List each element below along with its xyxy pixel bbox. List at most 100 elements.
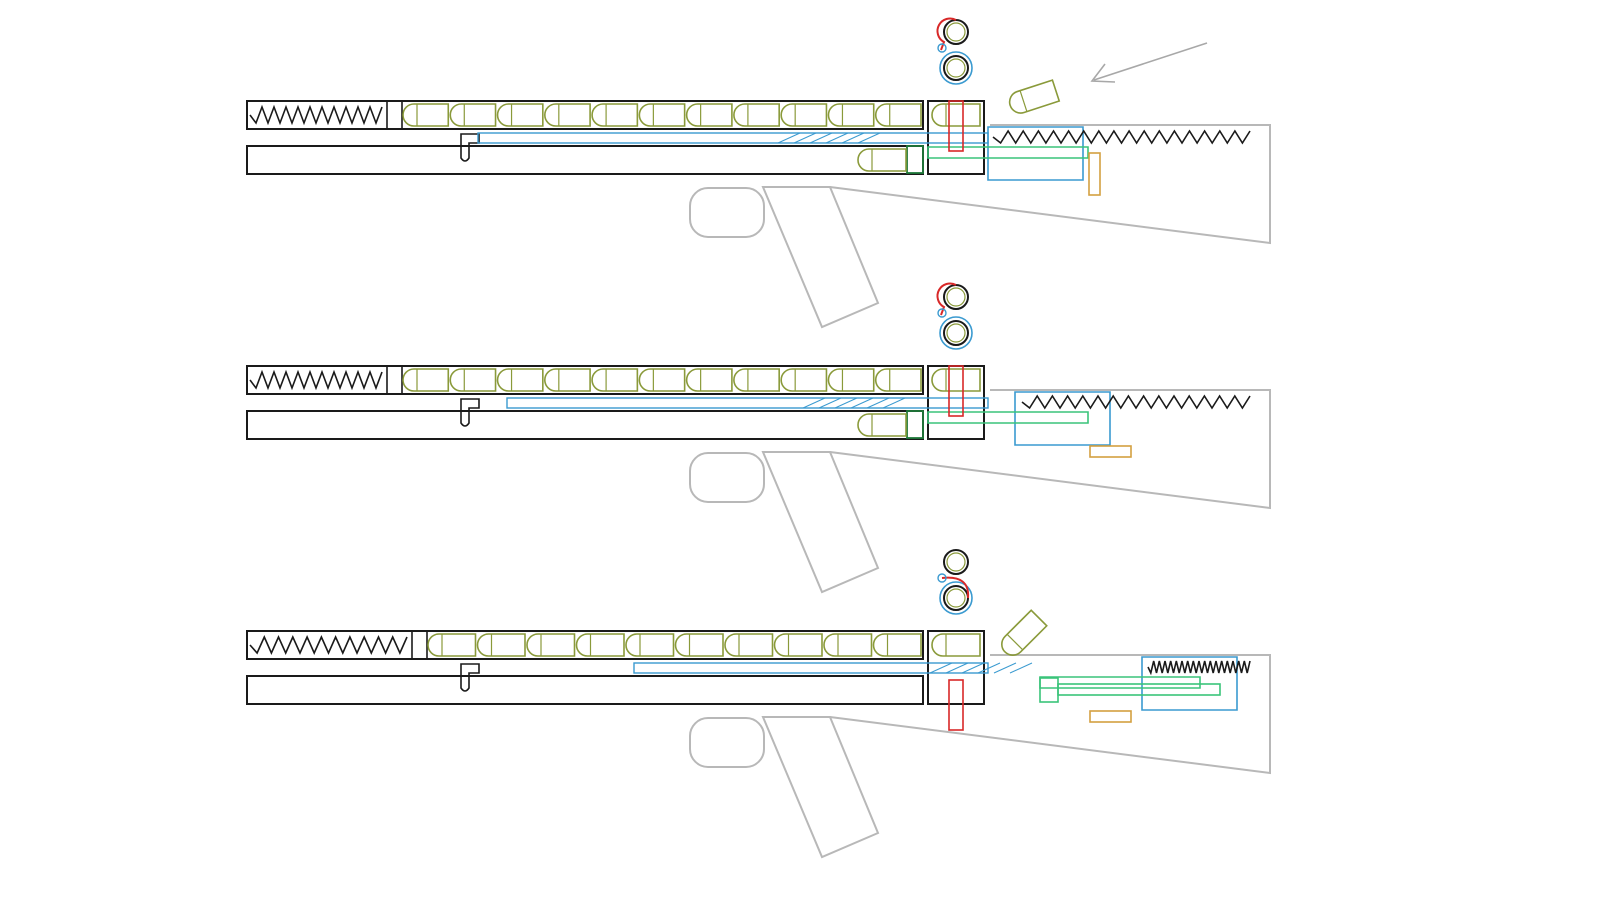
stock-outline <box>829 654 1271 775</box>
grip-outline <box>761 186 880 329</box>
magazine-tube <box>246 365 924 395</box>
rod-hatch <box>825 132 849 144</box>
rod-hatch <box>1009 662 1033 674</box>
bolt-body <box>1039 676 1201 689</box>
gear-lower <box>943 55 969 81</box>
magazine-follower <box>411 630 428 660</box>
magazine-round <box>449 103 497 127</box>
magazine-round <box>449 368 497 392</box>
extractor <box>1089 710 1132 723</box>
magazine-round <box>427 633 477 657</box>
rod-hatch <box>977 662 1001 674</box>
operating-rod <box>477 132 989 144</box>
magazine-round <box>685 103 733 127</box>
barrel <box>246 410 924 440</box>
barrel <box>246 145 924 175</box>
magazine-round <box>638 368 686 392</box>
gear-lower-inner <box>946 58 966 78</box>
rod-hatch <box>993 662 1017 674</box>
bolt-stem <box>1057 683 1221 696</box>
latch-hook <box>460 663 480 692</box>
gear-pin <box>937 308 947 318</box>
magazine-round <box>780 368 828 392</box>
ejected-round <box>1008 79 1061 114</box>
magazine-round <box>875 368 922 392</box>
gear-cam <box>936 282 957 316</box>
magazine-round <box>591 368 639 392</box>
operating-rod <box>506 397 989 409</box>
direction-arrow-head <box>1090 63 1116 83</box>
magazine-round <box>496 103 544 127</box>
ejected-round-body-rim <box>1006 633 1024 651</box>
gear-pin <box>937 573 947 583</box>
bolt-head <box>1039 677 1059 703</box>
stock-outline <box>829 389 1271 510</box>
latch-hook <box>460 398 480 427</box>
barrel <box>246 675 924 705</box>
ejected-round-body-rim <box>1019 90 1028 112</box>
magazine-tube <box>246 630 924 660</box>
bolt-body <box>927 146 1089 159</box>
ejected-round-body <box>1008 79 1061 114</box>
chamber-round <box>931 633 981 657</box>
grip-outline <box>761 451 880 594</box>
bolt-face <box>906 410 924 439</box>
magazine-round <box>674 633 724 657</box>
panel-stage-mid <box>246 282 1271 594</box>
magazine-round <box>402 368 450 392</box>
magazine-round <box>773 633 823 657</box>
rod-hatch <box>802 397 826 409</box>
rod-hatch <box>857 132 881 144</box>
cam-lever <box>948 365 964 417</box>
trigger-guard <box>689 717 765 768</box>
extractor <box>1089 445 1132 458</box>
direction-arrow <box>1093 42 1208 81</box>
gear-lower-inner <box>946 588 966 608</box>
rod-hatch <box>793 132 817 144</box>
ejected-round <box>1001 609 1048 656</box>
magazine-spring <box>249 369 383 391</box>
magazine-round <box>780 103 828 127</box>
rod-hatch <box>961 662 985 674</box>
magazine-round <box>724 633 774 657</box>
bolt-carrier <box>987 126 1084 181</box>
bolt-round <box>857 413 907 437</box>
magazine-tube <box>246 100 924 130</box>
gear-ring <box>939 51 973 85</box>
cam-lever <box>948 679 964 731</box>
cam-lever <box>948 100 964 152</box>
trigger-guard <box>689 187 765 238</box>
magazine-round <box>575 633 625 657</box>
rod-hatch <box>866 397 890 409</box>
magazine-round <box>544 103 591 127</box>
rod-hatch <box>809 132 833 144</box>
magazine-round <box>638 103 686 127</box>
gear-upper-inner <box>946 22 966 42</box>
magazine-follower <box>386 100 403 130</box>
magazine-round <box>591 103 639 127</box>
magazine-round <box>875 103 922 127</box>
recoil-spring <box>1021 394 1251 410</box>
rod-hatch <box>818 397 842 409</box>
chamber-round <box>931 103 981 127</box>
rod-hatch <box>929 662 953 674</box>
rod-hatch <box>777 132 801 144</box>
receiver-block <box>927 630 985 705</box>
rod-hatch <box>834 397 858 409</box>
bolt-face <box>906 145 924 174</box>
gear-ring <box>939 316 973 350</box>
recoil-spring <box>992 129 1251 145</box>
bolt-body <box>927 411 1089 424</box>
latch-hook <box>460 133 480 162</box>
bolt-carrier <box>1141 656 1238 711</box>
gear-upper <box>943 549 969 575</box>
extractor <box>1088 152 1101 196</box>
receiver-block <box>927 365 985 440</box>
gear-ring <box>939 581 973 615</box>
magazine-round <box>733 103 780 127</box>
magazine-round <box>872 633 922 657</box>
gear-lower <box>943 320 969 346</box>
operating-rod <box>633 662 989 674</box>
